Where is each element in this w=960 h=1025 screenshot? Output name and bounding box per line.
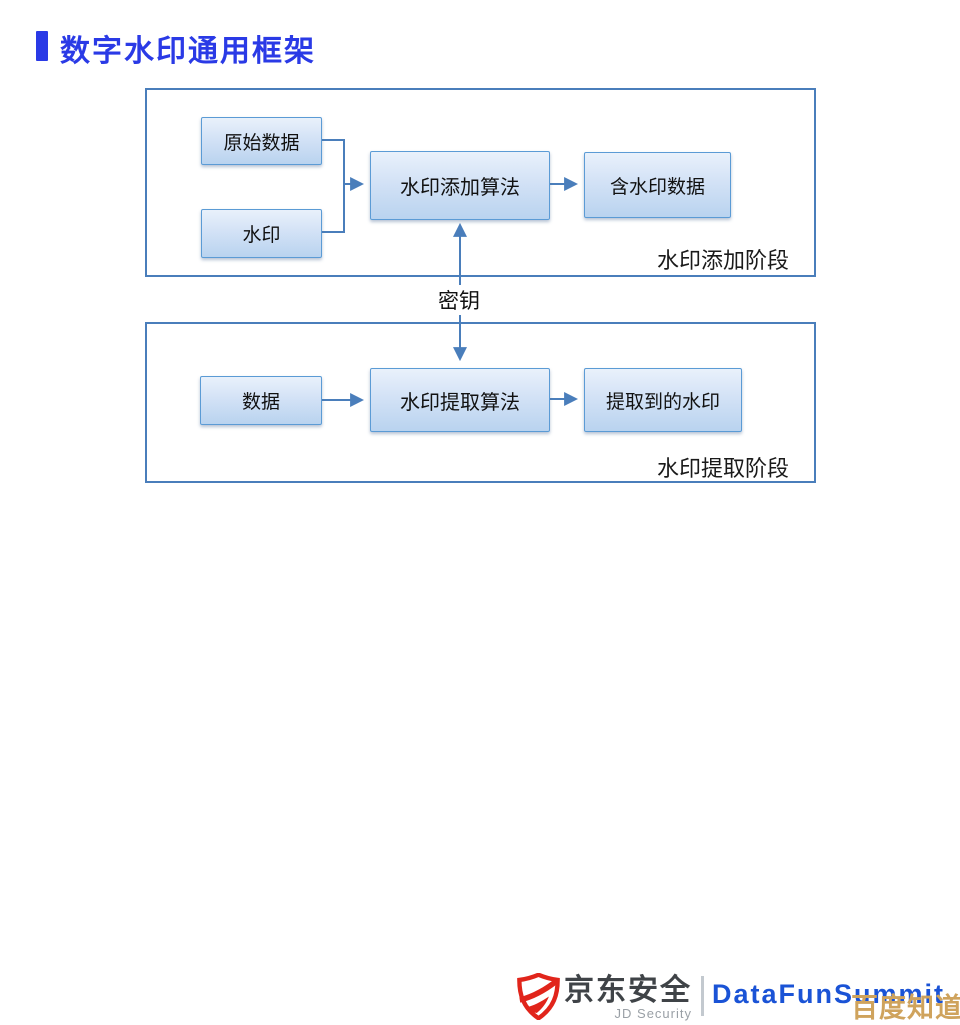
box-watermark: 水印 — [201, 209, 322, 258]
baidu-zhidao-watermark: 百度知道 — [851, 993, 960, 1023]
box-embed-algorithm: 水印添加算法 — [370, 151, 550, 220]
box-watermarked-data: 含水印数据 — [584, 152, 731, 218]
box-extracted-watermark: 提取到的水印 — [584, 368, 742, 432]
box-original-data: 原始数据 — [201, 117, 322, 165]
footer-logos: 京东安全 JD Security DataFunSummit 百度知道 — [0, 484, 960, 1023]
jd-security-subtitle: JD Security — [614, 1006, 692, 1021]
shield-icon — [517, 973, 560, 1020]
box-extract-algorithm: 水印提取算法 — [370, 368, 550, 432]
jd-security-logo: 京东安全 JD Security — [564, 974, 692, 1021]
box-data: 数据 — [200, 376, 322, 425]
page-title: 数字水印通用框架 — [60, 35, 316, 68]
extract-stage-label: 水印提取阶段 — [657, 456, 790, 481]
embed-stage-panel — [145, 88, 816, 277]
jd-security-logo-text: 京东安全 — [564, 974, 692, 1007]
key-label: 密钥 — [424, 285, 494, 315]
logo-divider — [701, 976, 704, 1016]
title-accent-bar — [36, 31, 48, 61]
extract-stage-panel — [145, 322, 816, 483]
embed-stage-label: 水印添加阶段 — [657, 248, 790, 273]
